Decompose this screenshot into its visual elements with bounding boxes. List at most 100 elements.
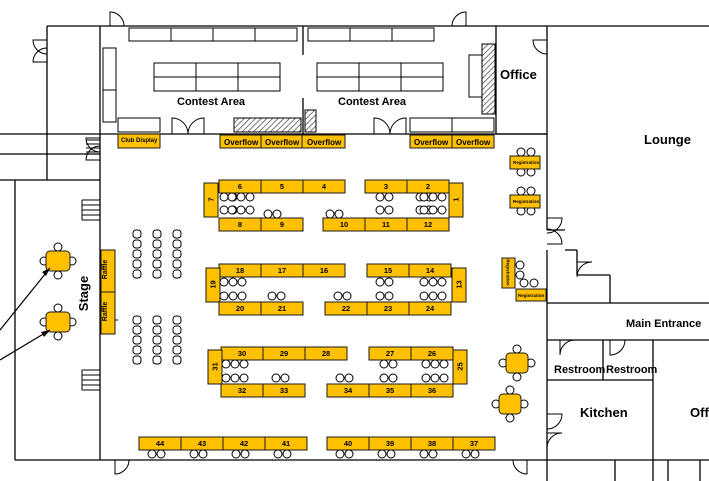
chair — [388, 373, 398, 383]
chair — [375, 291, 385, 301]
table-number-label: 33 — [279, 385, 289, 395]
chair — [263, 209, 273, 219]
table-number-label: 39 — [385, 438, 395, 448]
chair — [430, 359, 440, 369]
chair — [239, 373, 249, 383]
table-number-label: 7 — [206, 197, 216, 202]
table-number-label: 5 — [279, 181, 285, 191]
registration-label: Registration — [513, 160, 540, 165]
audience-chair — [132, 239, 142, 249]
chair — [428, 291, 438, 301]
table-number-label: 41 — [281, 438, 291, 448]
raffle-label: Raffle — [102, 259, 110, 280]
audience-chair — [172, 335, 182, 345]
audience-chair — [132, 325, 142, 335]
table-number-label: 15 — [383, 265, 393, 275]
table-16 — [302, 263, 346, 278]
chair — [227, 205, 237, 215]
numbered-tables — [138, 179, 496, 451]
chair — [245, 192, 255, 202]
chair — [428, 205, 438, 215]
chair — [221, 359, 231, 369]
office-label: Office — [500, 67, 537, 82]
table-number-label: 40 — [343, 438, 353, 448]
restroom-1-label: Restroom — [554, 364, 606, 376]
audience-chair — [172, 269, 182, 279]
audience-chairs — [132, 229, 182, 365]
audience-chair — [132, 355, 142, 365]
audience-chair — [152, 325, 162, 335]
chair — [437, 205, 447, 215]
table-1 — [448, 182, 464, 218]
table-14 — [408, 263, 452, 278]
club-display-table — [117, 133, 161, 149]
table-number-label: 34 — [343, 385, 353, 395]
chair — [461, 449, 471, 459]
table-number-label: 13 — [454, 280, 464, 289]
chair — [227, 192, 237, 202]
chair — [384, 205, 394, 215]
chair — [236, 205, 246, 215]
chair — [439, 373, 449, 383]
overflow-label: Overflow — [265, 138, 300, 147]
chair — [421, 373, 431, 383]
registration-label: Registration — [513, 199, 540, 204]
chair — [419, 291, 429, 301]
audience-chair — [172, 259, 182, 269]
table-number-label: 1 — [451, 197, 461, 202]
contest-area-left-label: Contest Area — [177, 96, 246, 108]
audience-chair — [132, 249, 142, 259]
table-number-label: 20 — [235, 303, 245, 313]
chair — [384, 291, 394, 301]
table-number-label: 25 — [455, 362, 465, 371]
chair — [419, 277, 429, 287]
chair — [430, 373, 440, 383]
chair — [377, 449, 387, 459]
table-number-label: 27 — [385, 348, 395, 358]
table-number-label: 8 — [237, 219, 243, 229]
table-37 — [452, 436, 496, 451]
chair — [375, 277, 385, 287]
table-25 — [452, 349, 468, 385]
restroom-2-label: Restroom — [606, 364, 658, 376]
chair — [239, 359, 249, 369]
table-21 — [260, 301, 304, 316]
contest-area-right-label: Contest Area — [338, 96, 407, 108]
chair — [421, 359, 431, 369]
chair — [379, 359, 389, 369]
office-2-label: Off — [690, 405, 709, 420]
chair — [439, 359, 449, 369]
chair — [335, 373, 345, 383]
table-number-label: 16 — [319, 265, 329, 275]
chair — [219, 291, 229, 301]
table-number-label: 17 — [277, 265, 287, 275]
chair — [419, 205, 429, 215]
chair — [236, 192, 246, 202]
lounge-label: Lounge — [644, 132, 691, 147]
chair — [228, 291, 238, 301]
chair — [237, 291, 247, 301]
chair — [228, 277, 238, 287]
table-number-label: 11 — [382, 219, 390, 229]
chair — [470, 449, 480, 459]
chair — [198, 449, 208, 459]
chair — [273, 449, 283, 459]
stage-label: Stage — [76, 275, 92, 312]
table-number-label: 14 — [425, 265, 435, 275]
chair — [428, 192, 438, 202]
chair — [282, 449, 292, 459]
table-number-label: 9 — [279, 219, 285, 229]
audience-chair — [152, 269, 162, 279]
row-chairs — [147, 192, 480, 459]
main-entrance-label: Main Entrance — [626, 318, 702, 330]
table-number-label: 42 — [239, 438, 249, 448]
table-13 — [451, 267, 467, 303]
chair — [272, 209, 282, 219]
table-41 — [264, 436, 308, 451]
audience-chair — [132, 269, 142, 279]
chair — [344, 373, 354, 383]
stage-steps — [0, 139, 100, 391]
chair — [342, 291, 352, 301]
audience-chair — [172, 229, 182, 239]
table-33 — [262, 383, 306, 398]
